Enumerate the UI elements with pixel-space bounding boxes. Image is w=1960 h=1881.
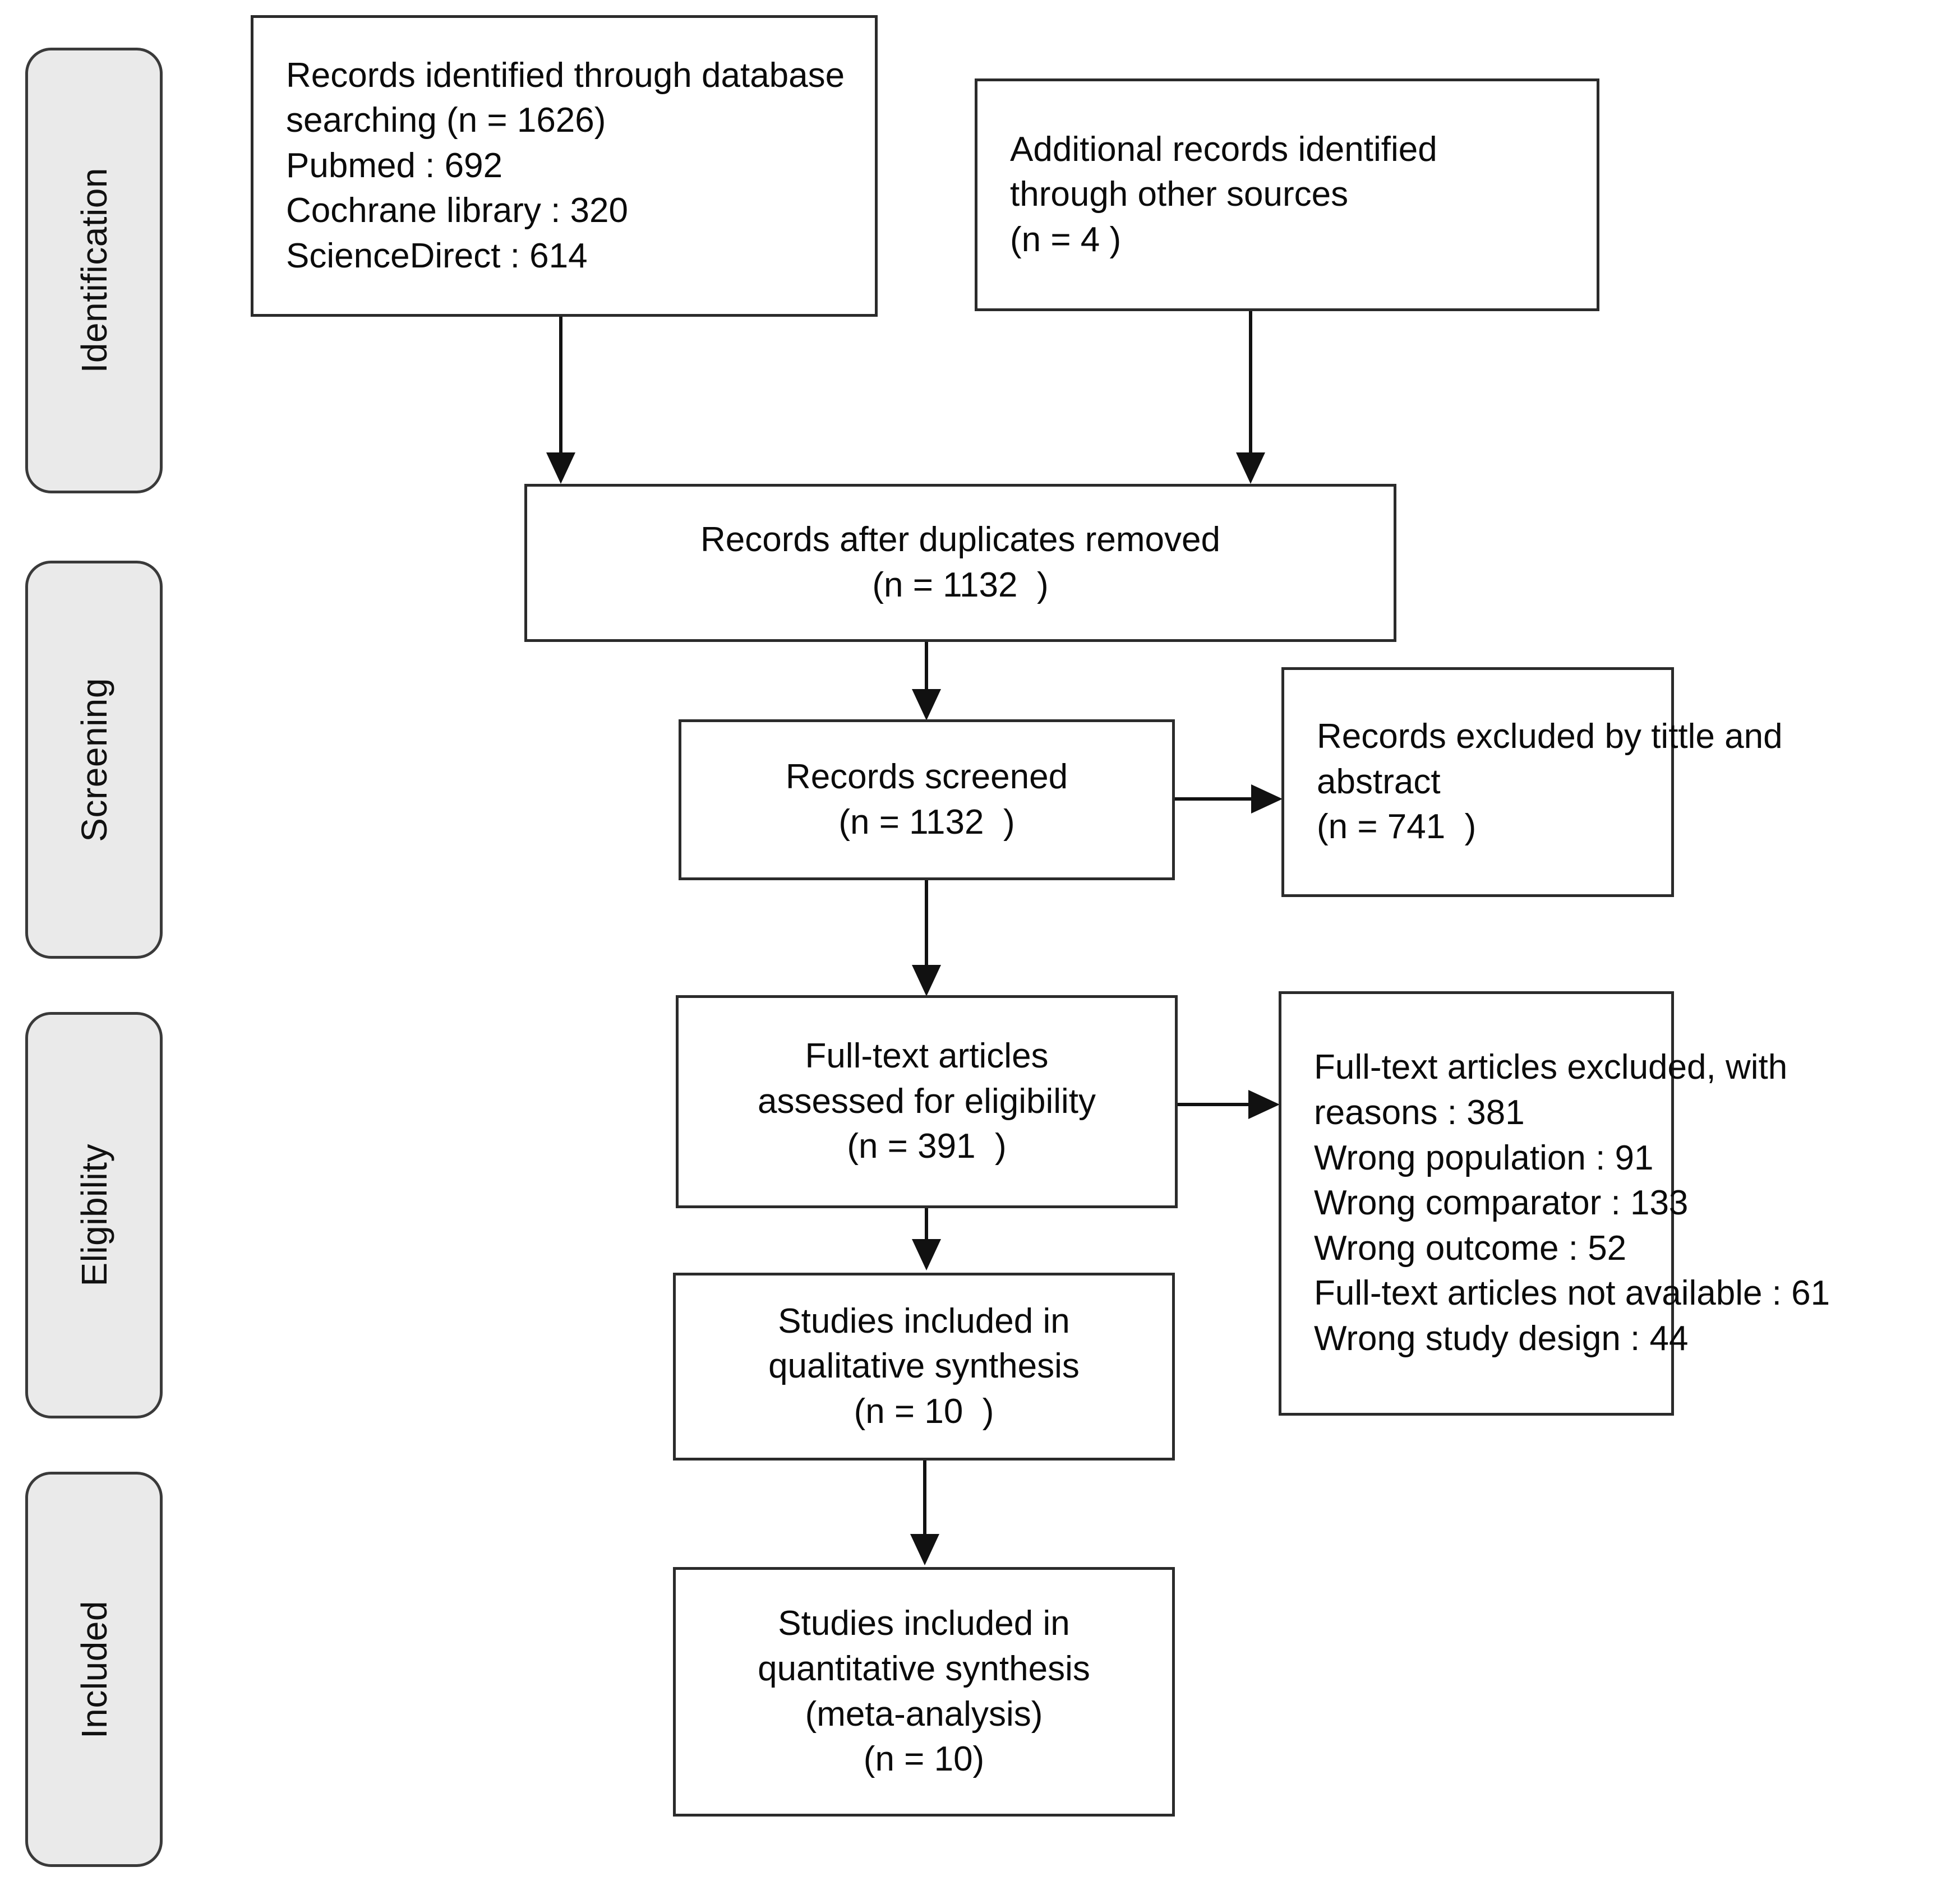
database-records-line-1: Records identified through database — [286, 56, 845, 95]
arrowhead-fulltext-to-excluded — [1248, 1090, 1280, 1119]
database-records-line-3: Pubmed : 692 — [286, 146, 503, 185]
box-other-records: Additional records identified through ot… — [975, 78, 1599, 311]
qualitative-synthesis-line-2: qualitative synthesis — [768, 1347, 1080, 1386]
connector-screened-to-excluded — [1175, 797, 1253, 801]
quantitative-synthesis-line-3: (meta-analysis) — [805, 1694, 1043, 1734]
records-screened-line-2: (n = 1132 ) — [838, 802, 1015, 842]
records-excluded-line-1: Records excluded by tittle and — [1317, 717, 1783, 756]
connector-database-to-duplicates — [559, 317, 562, 455]
stage-box-eligibility: Eligibility — [25, 1012, 163, 1418]
records-excluded-line-3: (n = 741 ) — [1317, 807, 1477, 847]
fulltext-excluded-line-2: reasons : 381 — [1314, 1093, 1525, 1133]
fulltext-excluded-line-6: Full-text articles not available : 61 — [1314, 1274, 1830, 1313]
box-duplicates-removed: Records after duplicates removed (n = 11… — [524, 484, 1396, 642]
qualitative-synthesis-line-1: Studies included in — [778, 1301, 1070, 1341]
fulltext-excluded-line-3: Wrong population : 91 — [1314, 1138, 1654, 1177]
other-records-line-1: Additional records identified — [1010, 130, 1437, 169]
duplicates-removed-line-1: Records after duplicates removed — [700, 520, 1220, 560]
box-quantitative-synthesis: Studies included in quantitative synthes… — [673, 1567, 1175, 1817]
box-records-screened: Records screened (n = 1132 ) — [679, 719, 1175, 880]
fulltext-excluded-line-1: Full-text articles excluded, with — [1314, 1048, 1788, 1087]
stage-box-included: Included — [25, 1472, 163, 1867]
fulltext-assessed-line-3: (n = 391 ) — [847, 1127, 1007, 1166]
arrowhead-duplicates-to-screened — [912, 689, 941, 720]
other-records-line-2: through other sources — [1010, 175, 1349, 214]
fulltext-assessed-line-2: assessed for eligibility — [757, 1082, 1096, 1121]
connector-qualitative-to-quantitative — [923, 1461, 926, 1536]
records-excluded-line-2: abstract — [1317, 762, 1441, 801]
arrowhead-screened-to-fulltext — [912, 965, 941, 996]
database-records-line-5: ScienceDirect : 614 — [286, 236, 588, 275]
database-records-line-2: searching (n = 1626) — [286, 101, 606, 140]
stage-label-eligibility: Eligibility — [73, 1144, 114, 1287]
duplicates-removed-line-2: (n = 1132 ) — [872, 566, 1049, 604]
stage-label-included: Included — [73, 1600, 114, 1739]
records-screened-line-1: Records screened — [785, 757, 1068, 796]
arrowhead-other-to-duplicates — [1236, 452, 1265, 484]
connector-fulltext-to-qualitative — [925, 1208, 928, 1267]
stage-label-screening: Screening — [73, 677, 114, 842]
database-records-line-4: Cochrane library : 320 — [286, 191, 628, 230]
connector-screened-to-fulltext — [925, 880, 928, 967]
connector-fulltext-to-excluded — [1178, 1103, 1251, 1106]
other-records-line-3: (n = 4 ) — [1010, 220, 1122, 259]
arrowhead-screened-to-excluded — [1251, 784, 1283, 814]
stage-label-identification: Identification — [73, 168, 114, 373]
box-records-excluded: Records excluded by tittle and abstract … — [1281, 667, 1783, 897]
box-qualitative-synthesis: Studies included in qualitative synthesi… — [673, 1273, 1175, 1461]
arrowhead-qualitative-to-quantitative — [910, 1534, 939, 1565]
fulltext-assessed-line-1: Full-text articles — [805, 1037, 1049, 1076]
quantitative-synthesis-line-2: quantitative synthesis — [758, 1649, 1090, 1688]
connector-duplicates-to-screened — [925, 642, 928, 691]
fulltext-excluded-line-5: Wrong outcome : 52 — [1314, 1228, 1627, 1268]
quantitative-synthesis-line-4: (n = 10) — [863, 1740, 985, 1779]
quantitative-synthesis-line-1: Studies included in — [778, 1604, 1070, 1643]
fulltext-excluded-line-4: Wrong comparator : 133 — [1314, 1184, 1689, 1223]
box-database-records: Records identified through database sear… — [251, 15, 878, 317]
stage-box-identification: Identification — [25, 48, 163, 493]
fulltext-excluded-line-7: Wrong study design : 44 — [1314, 1319, 1689, 1358]
qualitative-synthesis-line-3: (n = 10 ) — [854, 1392, 994, 1431]
box-fulltext-assessed: Full-text articles assessed for eligibil… — [676, 995, 1178, 1208]
arrowhead-database-to-duplicates — [546, 452, 575, 484]
stage-box-screening: Screening — [25, 561, 163, 959]
connector-other-to-duplicates — [1249, 311, 1252, 455]
arrowhead-fulltext-to-qualitative — [912, 1239, 941, 1270]
box-fulltext-excluded: Full-text articles excluded, with reason… — [1279, 991, 1830, 1416]
